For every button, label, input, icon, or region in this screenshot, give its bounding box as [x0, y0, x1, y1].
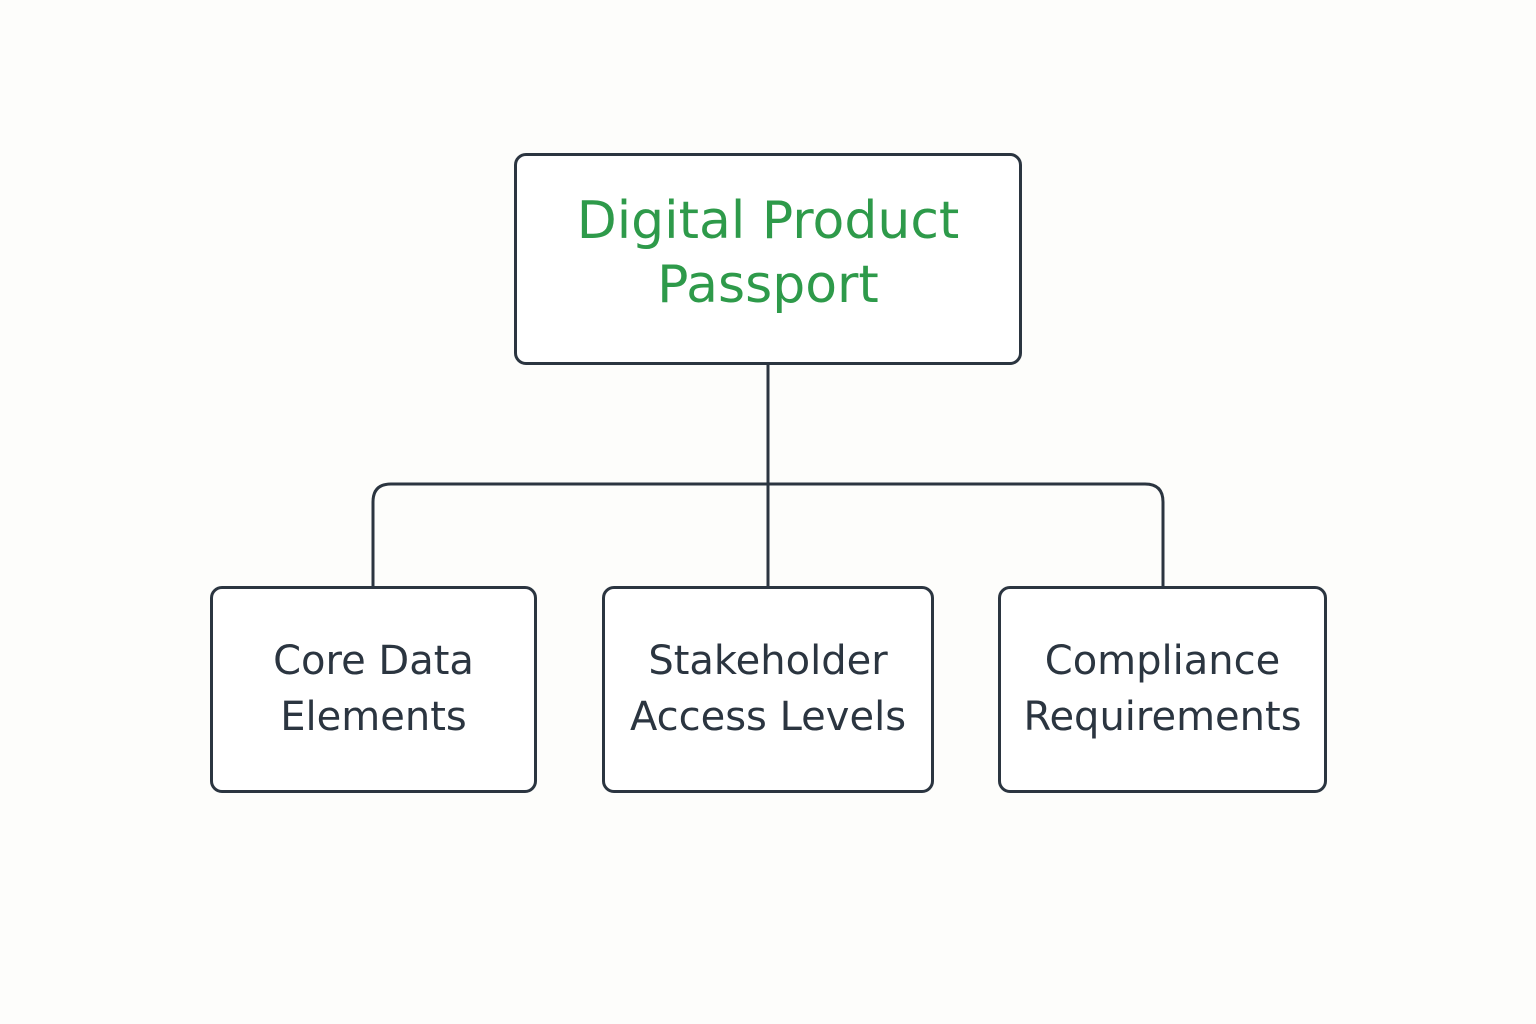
child-node-label: Compliance Requirements: [1023, 637, 1302, 740]
child-node-stakeholder-access-levels: Stakeholder Access Levels: [602, 586, 934, 793]
child-node-label: Stakeholder Access Levels: [629, 637, 907, 740]
root-node-label: Digital Product Passport: [576, 191, 960, 315]
child-node-label: Core Data Elements: [273, 637, 474, 740]
root-node: Digital Product Passport: [514, 153, 1022, 365]
child-node-compliance-requirements: Compliance Requirements: [998, 586, 1327, 793]
child-node-core-data-elements: Core Data Elements: [210, 586, 537, 793]
